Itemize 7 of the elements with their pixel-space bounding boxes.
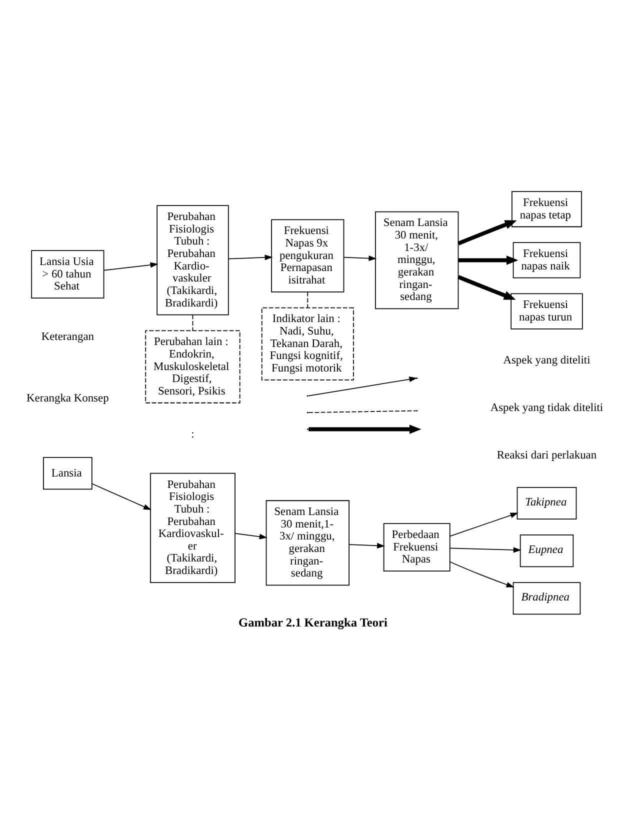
legend-label: Aspek yang tidak diteliti: [490, 402, 604, 414]
legend-label: Aspek yang diteliti: [503, 354, 590, 367]
label: :: [191, 428, 194, 441]
caption: Gambar 2.1 Kerangka Teori: [238, 616, 388, 630]
label: Kerangka Konsep: [26, 392, 109, 404]
label: Keterangan: [41, 330, 94, 343]
legend-label: Reaksi dari perlakuan: [496, 450, 597, 462]
